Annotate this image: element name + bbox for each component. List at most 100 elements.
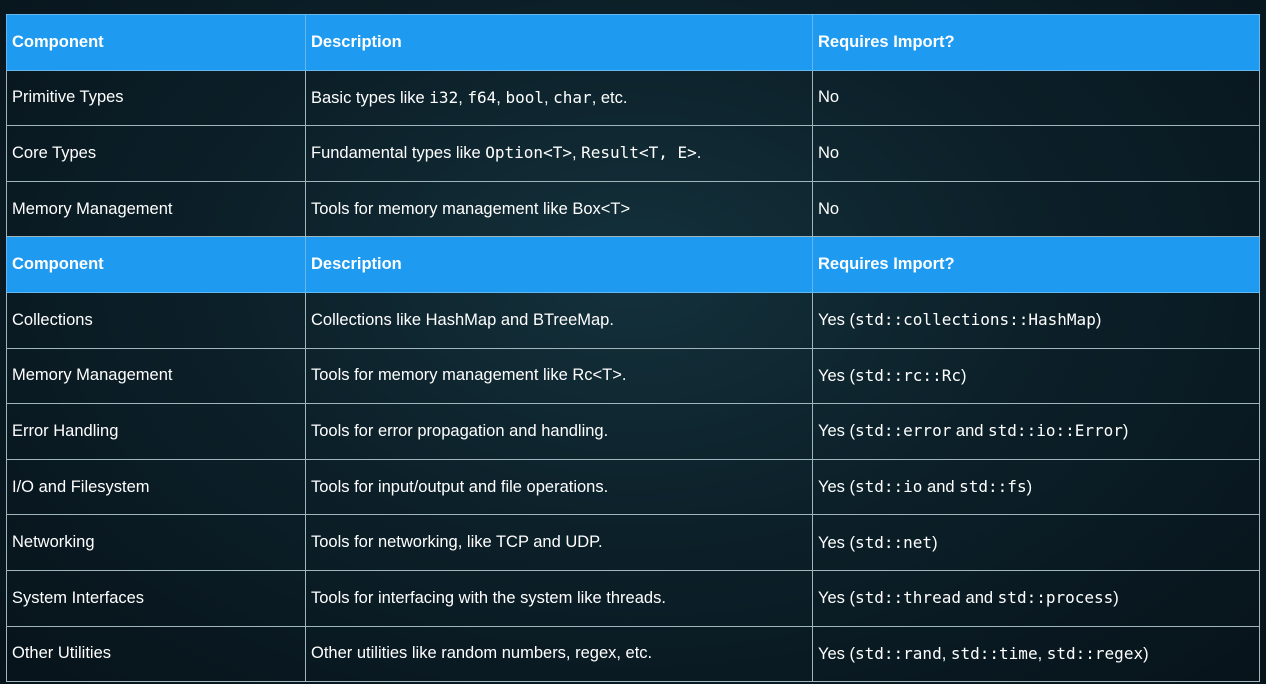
component-cell: Memory Management <box>6 180 306 238</box>
text-segment: , <box>571 144 582 163</box>
text-segment: ) <box>1143 644 1149 663</box>
text-segment: , <box>543 88 554 107</box>
description-cell: Basic types like i32, f64, bool, char, e… <box>305 69 813 127</box>
text-segment: Tools for error propagation and handling… <box>311 421 609 440</box>
table-row: Collections Collections like HashMap and … <box>6 291 1260 349</box>
text-segment: Yes ( <box>818 366 855 385</box>
description-cell: Fundamental types like Option<T>, Result… <box>305 125 813 182</box>
code-snippet: i32 <box>429 87 459 107</box>
code-snippet: f64 <box>467 87 497 107</box>
description-cell: Collections like HashMap and BTreeMap. <box>305 291 813 349</box>
table-row: Other Utilities Other utilities like rand… <box>6 625 1260 683</box>
table-row: Error Handling Tools for error propagatio… <box>6 403 1260 460</box>
text-segment: ) <box>960 366 967 385</box>
code-snippet: std::io <box>855 477 923 497</box>
text-segment: Collections like HashMap and BTreeMap. <box>311 310 614 329</box>
table-row: I/O and Filesystem Tools for input/output… <box>6 458 1260 516</box>
header-description: Description <box>305 236 813 293</box>
code-snippet: std::process <box>997 588 1114 608</box>
header-component: Component <box>6 14 306 71</box>
text-segment: No <box>818 88 840 107</box>
description-cell: Other utilities like random numbers, reg… <box>305 625 813 683</box>
code-snippet: char <box>553 87 592 107</box>
component-cell: System Interfaces <box>6 569 306 627</box>
text-segment: Tools for networking, like TCP and UDP. <box>311 533 603 552</box>
code-snippet: Option<T> <box>485 143 572 163</box>
component-cell: I/O and Filesystem <box>6 458 306 516</box>
text-segment: and <box>951 422 989 441</box>
code-snippet: std::rc::Rc <box>855 365 961 385</box>
component-cell: Core Types <box>6 125 306 182</box>
text-segment: ) <box>932 533 938 552</box>
requires-import-cell: Yes (std::error and std::io::Error) <box>812 403 1260 460</box>
text-segment: Yes ( <box>818 311 855 330</box>
table-row: Memory Management Tools for memory manage… <box>6 347 1260 405</box>
description-cell: Tools for input/output and file operatio… <box>305 458 813 516</box>
code-snippet: std::time <box>950 643 1038 663</box>
text-segment: and <box>960 589 998 608</box>
text-segment: Tools for memory management like Rc<T>. <box>311 366 627 385</box>
code-snippet: std::net <box>855 532 933 552</box>
text-segment: No <box>818 199 840 218</box>
text-segment: ) <box>1026 478 1033 497</box>
text-segment: , <box>458 88 468 107</box>
requires-import-cell: No <box>812 180 1260 238</box>
text-segment: , <box>941 644 951 663</box>
text-segment: Fundamental types like <box>311 144 486 163</box>
requires-import-cell: Yes (std::rand, std::time, std::regex) <box>812 625 1260 683</box>
code-snippet: std::io::Error <box>988 421 1123 441</box>
requires-import-cell: Yes (std::io and std::fs) <box>812 458 1260 516</box>
code-snippet: std::regex <box>1046 643 1144 663</box>
text-segment: , <box>496 88 506 107</box>
code-snippet: std::thread <box>855 588 961 608</box>
text-segment: , <box>1037 644 1047 663</box>
requires-import-cell: Yes (std::rc::Rc) <box>812 347 1260 405</box>
code-snippet: std::collections::HashMap <box>855 310 1096 330</box>
text-segment: Tools for input/output and file operatio… <box>311 477 609 496</box>
code-snippet: bool <box>505 87 544 107</box>
table-row: Networking Tools for networking, like TCP… <box>6 514 1260 571</box>
requires-import-cell: Yes (std::net) <box>812 514 1260 571</box>
component-cell: Networking <box>6 514 306 571</box>
code-snippet: std::error <box>855 421 952 441</box>
text-segment: Yes ( <box>818 644 855 663</box>
text-segment: and <box>922 478 960 497</box>
text-segment: , etc. <box>591 88 628 107</box>
requires-import-cell: Yes (std::thread and std::process) <box>812 569 1260 627</box>
component-cell: Primitive Types <box>6 69 306 127</box>
text-segment: Basic types like <box>311 88 430 107</box>
description-cell: Tools for memory management like Rc<T>. <box>305 347 813 405</box>
text-segment: . <box>696 144 702 163</box>
text-segment: Yes ( <box>818 533 855 552</box>
header-description: Description <box>305 14 813 71</box>
description-cell: Tools for error propagation and handling… <box>305 403 813 460</box>
component-cell: Collections <box>6 291 306 349</box>
text-segment: Yes ( <box>818 478 855 497</box>
requires-import-cell: No <box>812 125 1260 182</box>
header-requires-import: Requires Import? <box>812 14 1260 71</box>
text-segment: ) <box>1113 589 1119 608</box>
requires-import-cell: Yes (std::collections::HashMap) <box>812 291 1260 349</box>
text-segment: ) <box>1122 422 1129 441</box>
description-cell: Tools for interfacing with the system li… <box>305 569 813 627</box>
text-segment: Yes ( <box>818 589 855 608</box>
text-segment: ) <box>1095 311 1102 330</box>
text-segment: Tools for interfacing with the system li… <box>311 588 666 607</box>
description-cell: Tools for networking, like TCP and UDP. <box>305 514 813 571</box>
component-cell: Error Handling <box>6 403 306 460</box>
text-segment: No <box>818 143 840 162</box>
text-segment: Other utilities like random numbers, reg… <box>311 644 653 663</box>
text-segment: Yes ( <box>818 422 855 441</box>
header-requires-import: Requires Import? <box>812 236 1260 293</box>
code-snippet: Result<T, E> <box>581 143 697 163</box>
component-cell: Memory Management <box>6 347 306 405</box>
component-cell: Other Utilities <box>6 625 306 683</box>
code-snippet: std::rand <box>855 643 942 663</box>
